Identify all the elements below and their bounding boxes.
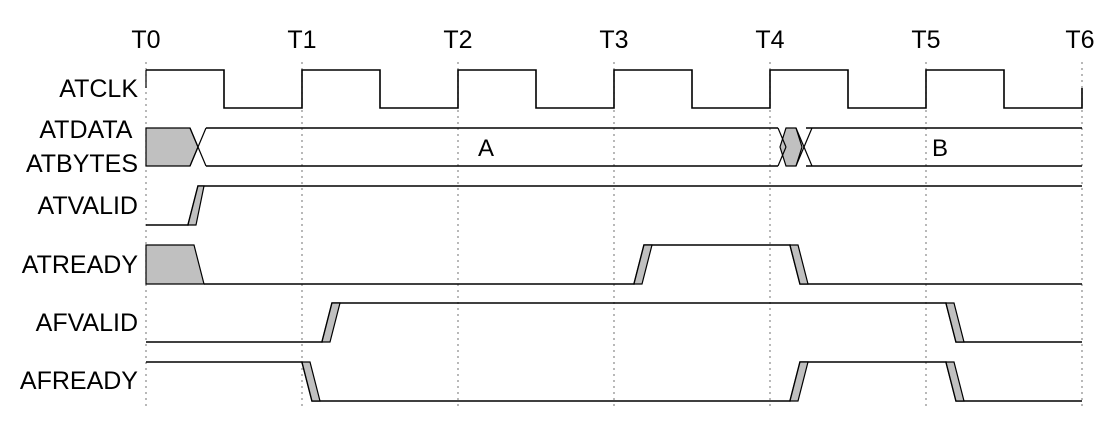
- time-labels: T0 T1 T2 T3 T4 T5 T6: [131, 26, 1094, 54]
- atdata-bus-waveform: A B: [145, 127, 1082, 167]
- signal-label-atdata-line: ATDATA: [39, 116, 132, 144]
- bus-cross-1b: [189, 127, 207, 167]
- afvalid-waveform: [146, 302, 1082, 343]
- bus-cross-2a: [777, 127, 787, 148]
- signal-label-atbytes-line: ATBYTES: [26, 150, 138, 178]
- time-label-t0: T0: [131, 26, 160, 54]
- signal-label-atclk: ATCLK: [59, 75, 138, 103]
- atclk-wave: [146, 69, 1083, 109]
- afvalid-wave: [146, 302, 1082, 343]
- afready-waveform: [146, 361, 1082, 402]
- afvalid-rise-transition: [321, 302, 341, 343]
- atready-unknown-initial: [145, 244, 205, 285]
- bus-value-b: B: [932, 135, 948, 162]
- time-label-t4: T4: [755, 26, 784, 54]
- time-label-t1: T1: [287, 26, 316, 54]
- time-label-t2: T2: [443, 26, 472, 54]
- signal-label-atvalid: ATVALID: [38, 192, 139, 220]
- atready-wave: [204, 244, 1082, 285]
- atvalid-rise-transition: [187, 185, 205, 226]
- time-label-t5: T5: [911, 26, 940, 54]
- signal-label-atready: ATREADY: [22, 251, 139, 279]
- atvalid-waveform: [146, 185, 1082, 226]
- atready-rise-transition: [633, 244, 653, 285]
- time-gridlines: [145, 62, 1083, 410]
- signal-labels: ATCLK ATDATA ATBYTES ATVALID ATREADY AFV…: [20, 75, 138, 395]
- atready-waveform: [145, 244, 1082, 285]
- signal-label-atdata-atbytes: ATDATA ATBYTES: [26, 116, 138, 178]
- bus-cross-2b: [777, 146, 787, 167]
- atclk-waveform: [145, 69, 1083, 109]
- afready-rise-transition: [789, 361, 809, 402]
- bus-cross-3b: [795, 127, 813, 167]
- afvalid-fall-transition: [945, 302, 965, 343]
- signal-label-afvalid: AFVALID: [36, 309, 138, 337]
- afready-fall-transition-t1: [301, 361, 321, 402]
- time-label-t6: T6: [1065, 26, 1094, 54]
- bus-value-a: A: [478, 135, 494, 162]
- atready-fall-transition: [789, 244, 809, 285]
- afready-fall-transition-t5: [945, 361, 965, 402]
- signal-label-afready: AFREADY: [20, 367, 138, 395]
- bus-unknown-initial: [145, 127, 199, 167]
- time-label-t3: T3: [599, 26, 628, 54]
